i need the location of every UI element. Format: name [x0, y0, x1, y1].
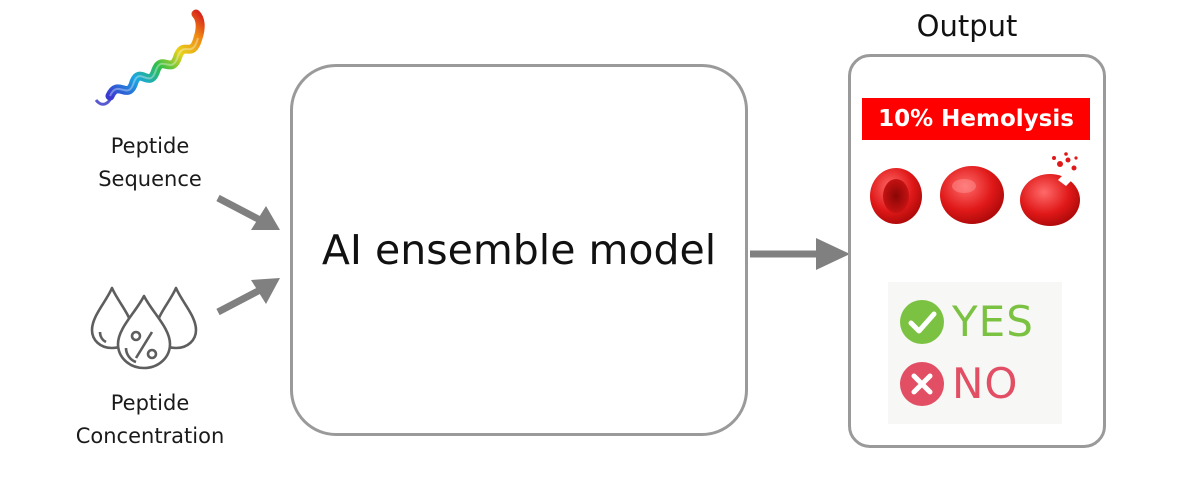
- peptide-sequence-label-line2: Sequence: [98, 167, 202, 191]
- check-icon: [900, 300, 944, 344]
- ai-model-label: AI ensemble model: [321, 226, 717, 274]
- no-label: NO: [952, 359, 1019, 408]
- yes-row: YES: [898, 298, 1034, 346]
- cross-icon: [900, 362, 944, 406]
- model-to-output-arrow: [750, 238, 850, 270]
- sequence-to-model-arrow: [216, 194, 280, 230]
- red-blood-cell-icon: [870, 168, 922, 224]
- output-title: Output: [916, 9, 1018, 43]
- no-row: NO: [898, 360, 1018, 408]
- concentration-drops-icon: [90, 286, 198, 370]
- peptide-concentration-label: Peptide Concentration: [40, 387, 260, 453]
- peptide-concentration-label-line2: Concentration: [75, 424, 225, 448]
- output-box: [848, 54, 1106, 448]
- peptide-sequence-label-line1: Peptide: [110, 134, 190, 158]
- red-blood-cell-icon: [940, 166, 1004, 224]
- ai-model-box: AI ensemble model: [290, 64, 748, 436]
- peptide-helix-icon: [94, 9, 205, 106]
- peptide-sequence-label: Peptide Sequence: [60, 130, 240, 196]
- red-blood-cell-icon: [1020, 152, 1080, 226]
- hemolysis-banner: 10% Hemolysis: [862, 98, 1090, 140]
- red-blood-cells: [870, 152, 1080, 226]
- yes-no-panel: YES NO: [888, 282, 1062, 424]
- concentration-to-model-arrow: [216, 278, 280, 316]
- yes-label: YES: [952, 297, 1034, 346]
- peptide-concentration-label-line1: Peptide: [110, 391, 190, 415]
